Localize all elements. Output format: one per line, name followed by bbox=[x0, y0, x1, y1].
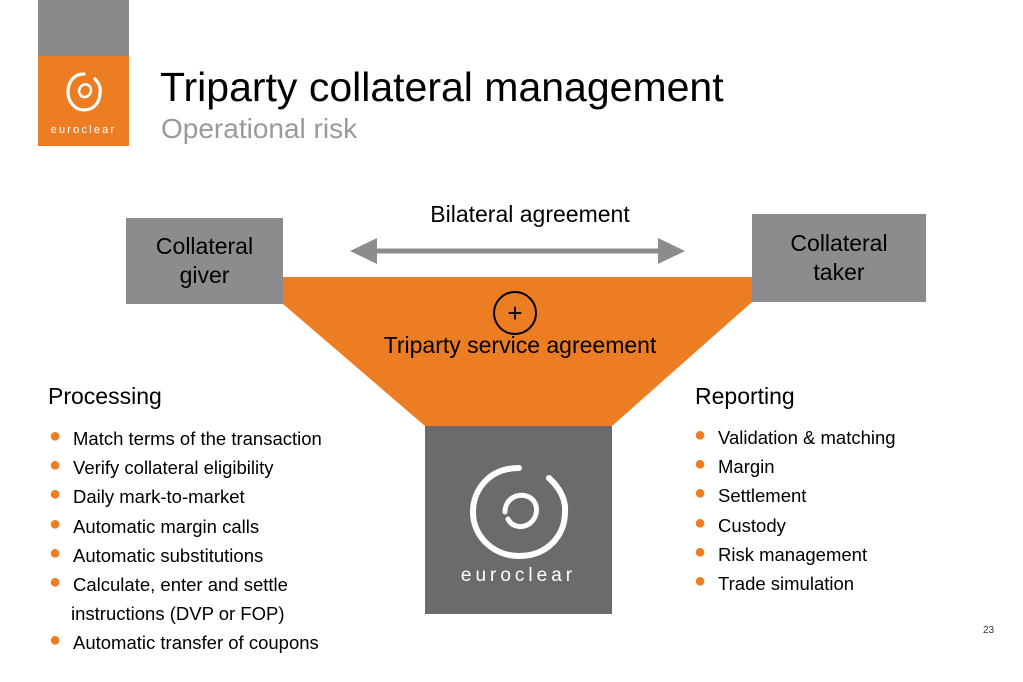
page-subtitle: Operational risk bbox=[161, 113, 358, 144]
taker-label-line1: Collateral bbox=[790, 230, 888, 256]
collateral-taker-box: Collateral taker bbox=[752, 214, 926, 302]
list-item: ●Validation & matching bbox=[694, 424, 896, 448]
double-headed-arrow-icon bbox=[350, 238, 685, 264]
list-item: ●Daily mark-to-market bbox=[49, 483, 245, 508]
page-number: 23 bbox=[983, 625, 995, 636]
bullet-dot-icon: ● bbox=[694, 511, 707, 534]
giver-label-line1: Collateral bbox=[155, 233, 254, 259]
euroclear-spiral-icon bbox=[469, 465, 569, 560]
bullet-dot-icon: ● bbox=[49, 425, 62, 447]
taker-label-line2: taker bbox=[813, 259, 865, 285]
logo-top-bar bbox=[38, 0, 129, 56]
list-item: ●Settlement bbox=[694, 482, 807, 507]
processing-heading: Processing bbox=[48, 383, 162, 409]
giver-label-line2: giver bbox=[179, 262, 230, 288]
reporting-list: ●Validation & matching ●Margin ●Settleme… bbox=[692, 423, 896, 598]
euroclear-spiral-icon bbox=[66, 72, 102, 112]
bullet-dot-icon: ● bbox=[694, 570, 707, 593]
list-item: ●Custody bbox=[694, 511, 786, 536]
bullet-dot-icon: ● bbox=[694, 424, 707, 446]
list-item: ●Verify collateral eligibility bbox=[49, 454, 274, 479]
list-item: ●Risk management bbox=[694, 540, 868, 565]
list-item: ●Automatic transfer of coupons bbox=[49, 629, 319, 654]
logo-wordmark: euroclear bbox=[50, 124, 117, 136]
bullet-dot-icon: ● bbox=[49, 541, 62, 564]
list-item: ●Match terms of the transaction bbox=[49, 425, 322, 449]
list-item: ●Automatic margin calls bbox=[49, 512, 260, 537]
bullet-dot-icon: ● bbox=[694, 453, 707, 476]
bullet-dot-icon: ● bbox=[49, 483, 62, 506]
processing-list: ●Match terms of the transaction ●Verify … bbox=[47, 424, 357, 658]
euroclear-logo: euroclear bbox=[38, 56, 129, 146]
bilateral-agreement-label: Bilateral agreement bbox=[430, 201, 630, 227]
bullet-dot-icon: ● bbox=[49, 512, 62, 535]
bullet-dot-icon: ● bbox=[49, 629, 62, 652]
triparty-agreement-label: Triparty service agreement bbox=[383, 332, 657, 358]
reporting-heading: Reporting bbox=[695, 383, 795, 409]
list-item: ●Trade simulation bbox=[694, 570, 855, 595]
triparty-funnel-shape bbox=[283, 277, 752, 426]
plus-circle-icon: + bbox=[493, 291, 537, 335]
collateral-giver-box: Collateral giver bbox=[126, 218, 283, 304]
list-item: ●Margin bbox=[694, 453, 775, 478]
bullet-dot-icon: ● bbox=[49, 454, 62, 477]
bullet-dot-icon: ● bbox=[694, 540, 707, 563]
bullet-dot-icon: ● bbox=[694, 482, 707, 505]
plus-symbol: + bbox=[507, 298, 523, 328]
bullet-dot-icon: ● bbox=[49, 571, 62, 594]
euroclear-center-box: euroclear bbox=[425, 426, 612, 614]
center-logo-wordmark: euroclear bbox=[460, 565, 577, 586]
list-item: ●Automatic substitutions bbox=[49, 541, 264, 566]
page-title: Triparty collateral management bbox=[160, 64, 724, 110]
